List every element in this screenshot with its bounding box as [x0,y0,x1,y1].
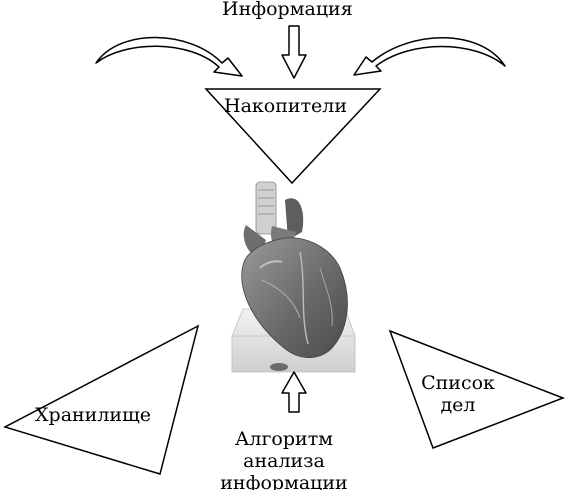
accumulators-triangle [204,88,382,185]
storage-label: Хранилище [35,404,151,426]
curved-arrow-left-icon [95,36,243,77]
heart-model-icon [231,181,356,373]
todo-label: Список дел [418,372,498,416]
up-arrow-icon [281,371,307,413]
storage-triangle [3,324,200,475]
information-label: Информация [222,0,353,20]
algorithm-label-line-2: анализа [243,450,325,472]
curved-arrow-right-icon [353,37,506,76]
algorithm-label-line-3: информации [220,472,348,490]
todo-label-line-1: Список [421,372,495,394]
down-arrow-icon [281,25,307,79]
accumulators-label: Накопители [224,95,348,117]
todo-label-line-2: дел [440,394,476,416]
algorithm-label: Алгоритм анализа информации [214,428,354,490]
todo-triangle [388,329,566,449]
algorithm-label-line-1: Алгоритм [235,428,333,450]
